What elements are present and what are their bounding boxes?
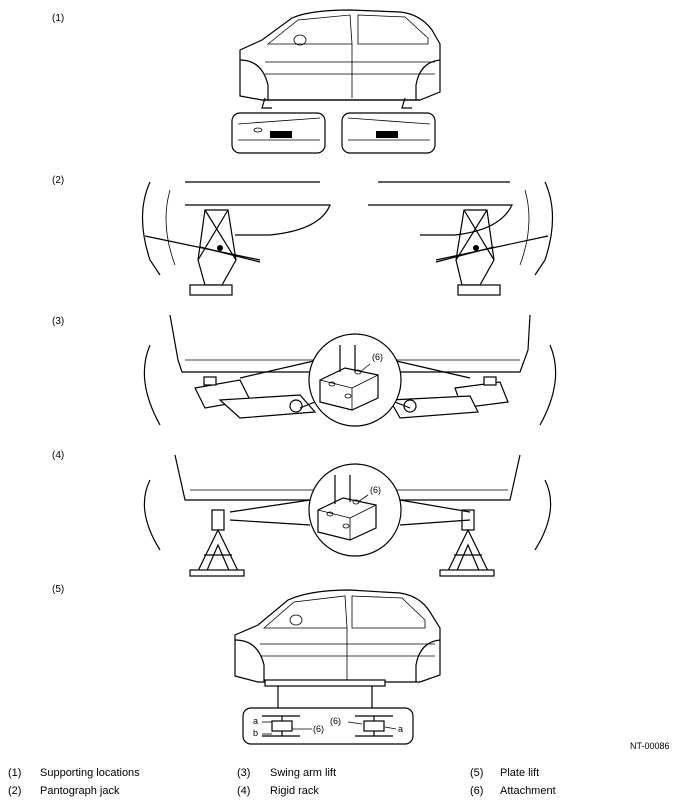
detail-box-right-1 xyxy=(341,112,436,154)
legend-item: (2) xyxy=(8,785,21,797)
legend-item: (4) xyxy=(237,785,250,797)
attachment-detail-circle-4 xyxy=(308,463,402,557)
panel-label-4: (4) xyxy=(52,450,65,461)
callout-attachment-4: (6) xyxy=(370,485,381,495)
detail-box-left-1 xyxy=(231,112,326,154)
attachment-detail-circle-3 xyxy=(308,333,402,427)
callout-attachment-3: (6) xyxy=(372,352,383,362)
pantograph-jack-left xyxy=(141,181,331,296)
legend-item: (5) xyxy=(470,767,483,779)
legend-num: (3) xyxy=(237,767,251,779)
legend-item: (6) xyxy=(470,785,483,797)
car-side-view-5 xyxy=(234,589,441,710)
legend-text: Swing arm lift xyxy=(270,767,337,779)
pantograph-jack-right xyxy=(368,181,554,296)
legend-text: Rigid rack xyxy=(270,785,319,797)
legend-num: (5) xyxy=(470,767,484,779)
legend-text: Supporting locations xyxy=(40,767,140,779)
panel-label-3: (3) xyxy=(52,316,65,327)
legend-num: (4) xyxy=(237,785,251,797)
plate-detail-callout-right: (6) xyxy=(330,716,341,726)
legend-text: Pantograph jack xyxy=(40,785,120,797)
legend-item: (3) xyxy=(237,767,250,779)
plate-detail-label-b-left: b xyxy=(253,728,259,738)
plate-detail-callout-left: (6) xyxy=(313,724,324,734)
plate-detail-label-a-right: a xyxy=(398,724,404,734)
panel-label-1: (1) xyxy=(52,13,65,24)
panel-label-2: (2) xyxy=(52,175,65,186)
figure-code: NT-00086 xyxy=(630,741,670,751)
panel-label-5: (5) xyxy=(52,584,65,595)
legend-num: (1) xyxy=(8,767,22,779)
plate-lift-detail-box xyxy=(242,707,414,745)
legend-text: Plate lift xyxy=(500,767,540,779)
legend-num: (2) xyxy=(8,785,22,797)
legend-text: Attachment xyxy=(500,785,556,797)
legend-item: (1) xyxy=(8,767,21,779)
plate-detail-label-a-left: a xyxy=(253,716,259,726)
car-side-view-1 xyxy=(239,9,441,109)
legend-num: (6) xyxy=(470,785,484,797)
